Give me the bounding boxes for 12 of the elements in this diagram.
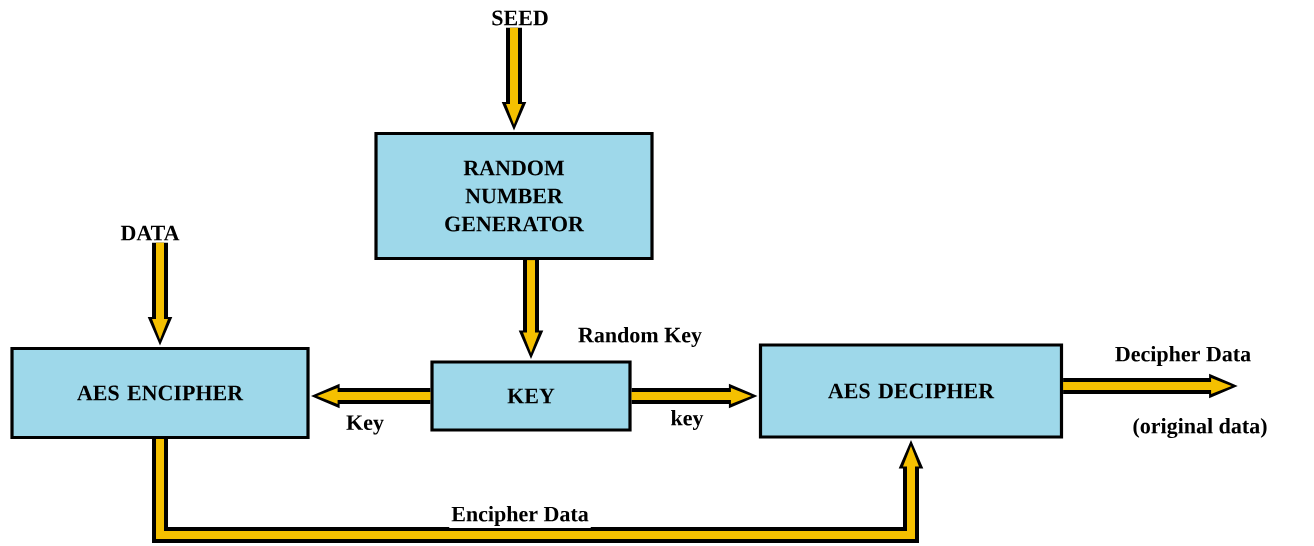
note-label: (original data) (1133, 417, 1267, 439)
edge-label: Decipher Data (1112, 344, 1254, 368)
edge-label: key (668, 408, 706, 432)
input-label: DATA (120, 225, 180, 241)
input-label: SEED (492, 10, 548, 26)
edge-label: Random Key (576, 325, 705, 349)
process-box: AES ENCIPHER (10, 346, 310, 440)
process-box: RANDOM NUMBER GENERATOR (374, 131, 654, 261)
edge-label: Key (344, 413, 386, 437)
edge-label: Encipher Data (449, 504, 591, 528)
process-box: AES DECIPHER (758, 343, 1064, 439)
process-box: KEY (430, 360, 632, 432)
